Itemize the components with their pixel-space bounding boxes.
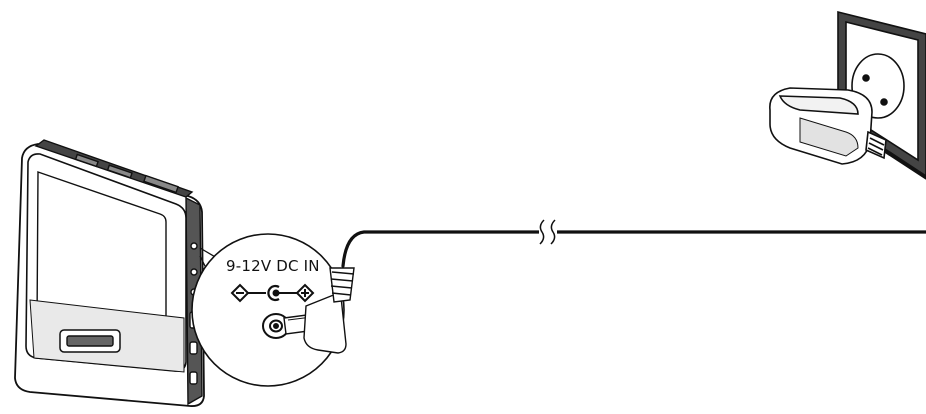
dc-input-jack-callout [191,233,345,387]
polarity-symbol [230,283,315,303]
portable-dvd-player [14,139,205,407]
dc-plug-connector [283,267,355,354]
dc-jack-socket [262,313,290,339]
side-slot-3 [189,371,198,385]
side-jack-1 [190,242,198,250]
top-button-1 [74,153,99,168]
center-pin-icon [267,284,280,302]
cable-adapter-segment [878,146,926,180]
socket-hole-2 [880,98,888,106]
top-button-3 [143,174,179,194]
ac-power-adapter [769,87,887,165]
power-cable [341,146,926,268]
adapter-side-shade [799,117,859,157]
front-button-inner [66,335,114,347]
cable-lower-segment [341,230,542,268]
top-button-2 [106,164,133,179]
cable-break-icon [539,219,557,245]
callout-circle [191,233,345,387]
side-slot-2 [189,341,198,355]
socket-hole-1 [862,74,870,82]
adapter-top-face [778,95,859,115]
power-input-label: 9-12V DC IN [226,257,320,275]
side-jack-2 [190,268,198,276]
